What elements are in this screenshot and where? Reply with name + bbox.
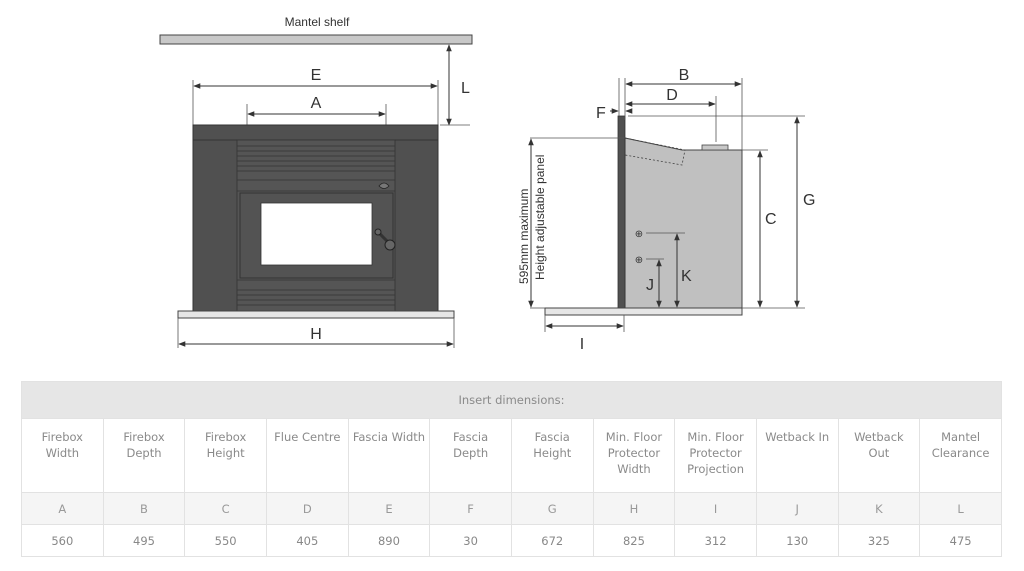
dim-label-d: D [666,87,678,104]
dimension-letter: C [184,492,267,525]
dimension-value: 672 [510,524,594,557]
column-header: Fascia Depth [429,418,512,493]
dimension-value: 495 [102,524,186,557]
dimension-letter: K [837,492,921,525]
mantel-shelf [159,34,473,45]
dimension-value: 560 [21,524,104,557]
fascia-panel [617,115,626,309]
mantel-shelf-label: Mantel shelf [285,15,350,29]
dimension-letter: H [592,492,676,525]
dim-label-l: L [461,80,470,97]
column-header: Firebox Width [21,418,104,493]
dimension-letter: L [919,492,1002,525]
dimension-letter: E [347,492,431,525]
dimension-letter: F [429,492,512,525]
dimension-value: 130 [755,524,839,557]
dim-label-a: A [311,95,322,112]
dimension-value: 312 [674,524,757,557]
dim-label-h: H [310,326,322,343]
side-note-adjustable: Height adjustable panel [533,155,547,280]
flue-collar [701,144,729,151]
dimension-letter: I [674,492,757,525]
wetback-in-marker-icon: ⊕ [635,255,643,266]
column-header: Wetback In [755,418,839,493]
dimension-letter: J [755,492,839,525]
column-header: Wetback Out [837,418,921,493]
column-header: Fascia Width [347,418,431,493]
dimension-value: 30 [429,524,512,557]
dim-label-b: B [679,67,690,84]
dim-label-i: I [580,336,584,353]
side-view: B D F G C ⊕ ⊕ K J 595mm maximum Height a… [517,67,815,353]
dimension-letter: A [21,492,104,525]
hearth [177,310,455,319]
glass-window [260,202,373,266]
front-view: Mantel shelf L E A [159,15,473,348]
dimension-letter: D [265,492,349,525]
dim-label-k: K [681,268,692,285]
wetback-out-marker-icon: ⊕ [635,229,643,240]
dimension-value: 825 [592,524,676,557]
fireplace-diagram: Mantel shelf L E A [159,15,815,353]
dimension-value: 890 [347,524,431,557]
dimension-value: 405 [265,524,349,557]
side-note-max: 595mm maximum [517,189,531,284]
dim-label-j: J [646,277,654,294]
dim-label-c: C [765,211,777,228]
dim-label-f: F [596,105,606,122]
dimension-letter: B [102,492,186,525]
column-header: Flue Centre [265,418,349,493]
dim-label-g: G [803,192,815,209]
floor-protector [544,307,743,316]
dimension-value: 325 [837,524,921,557]
column-header: Mantel Clearance [919,418,1002,493]
column-header: Firebox Depth [102,418,186,493]
column-header: Min. Floor Protector Projection [674,418,757,493]
column-header: Min. Floor Protector Width [592,418,676,493]
dimension-value: 550 [184,524,267,557]
dimension-value: 475 [919,524,1002,557]
column-header: Firebox Height [184,418,267,493]
column-header: Fascia Height [510,418,594,493]
table-title: Insert dimensions: [21,381,1002,419]
dim-label-e: E [311,67,322,84]
dimension-letter: G [510,492,594,525]
